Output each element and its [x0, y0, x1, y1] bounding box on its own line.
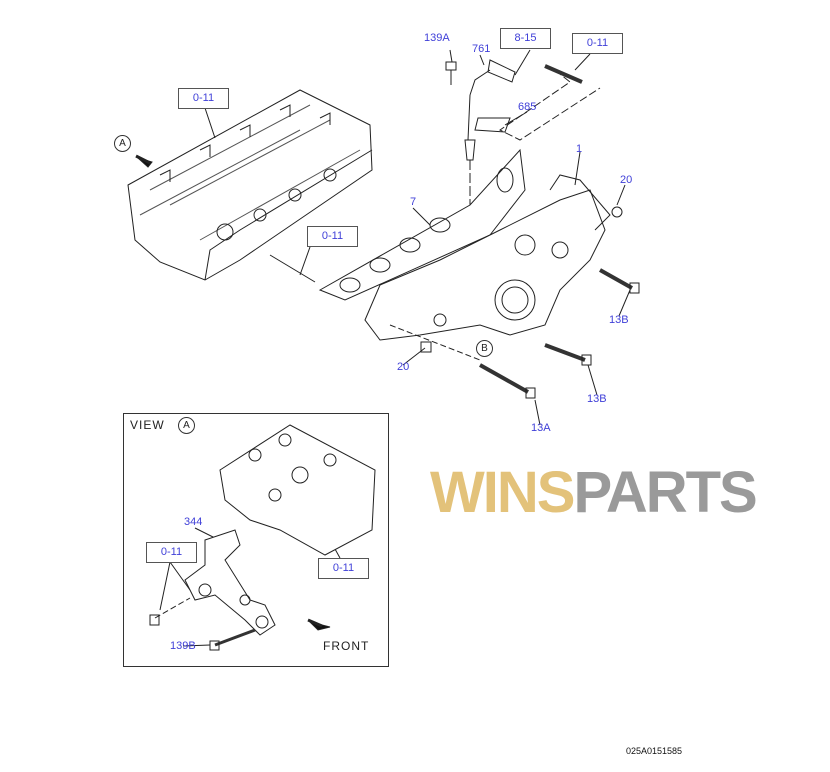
cylinder-head-drawing [127, 89, 373, 281]
callout-1[interactable]: 1 [576, 143, 583, 155]
front-label: FRONT [323, 639, 370, 653]
ref-box-0-11-mid-left[interactable]: 0-11 [307, 226, 358, 247]
watermark-part2: PARTS [573, 460, 757, 525]
drawing-code: 025A0151585 [626, 746, 683, 756]
callout-13A[interactable]: 13A [531, 422, 551, 434]
view-marker-b: B [476, 340, 493, 357]
callout-685[interactable]: 685 [518, 101, 537, 113]
watermark-part1: WINS [430, 460, 575, 525]
view-marker-a: A [114, 135, 131, 152]
ref-box-0-11-view-left[interactable]: 0-11 [146, 542, 197, 563]
view-a-panel [123, 413, 389, 667]
callout-139B[interactable]: 139B [170, 640, 196, 652]
view-a-marker: A [178, 417, 195, 434]
callout-761[interactable]: 761 [472, 43, 491, 55]
view-a-drawing [149, 424, 376, 651]
callout-139A[interactable]: 139A [424, 32, 450, 44]
callout-7[interactable]: 7 [410, 196, 417, 208]
callout-13B-lower[interactable]: 13B [587, 393, 607, 405]
ref-box-0-11-top-left[interactable]: 0-11 [178, 88, 229, 109]
callout-20-lower[interactable]: 20 [397, 361, 410, 373]
ref-box-8-15[interactable]: 8-15 [500, 28, 551, 49]
callout-344[interactable]: 344 [184, 516, 203, 528]
callout-20-top[interactable]: 20 [620, 174, 633, 186]
ref-box-0-11-top-right[interactable]: 0-11 [572, 33, 623, 54]
view-title: VIEW [130, 418, 165, 432]
watermark: WINSPARTS [430, 460, 758, 525]
ref-box-0-11-view-right[interactable]: 0-11 [318, 558, 369, 579]
callout-13B-upper[interactable]: 13B [609, 314, 629, 326]
